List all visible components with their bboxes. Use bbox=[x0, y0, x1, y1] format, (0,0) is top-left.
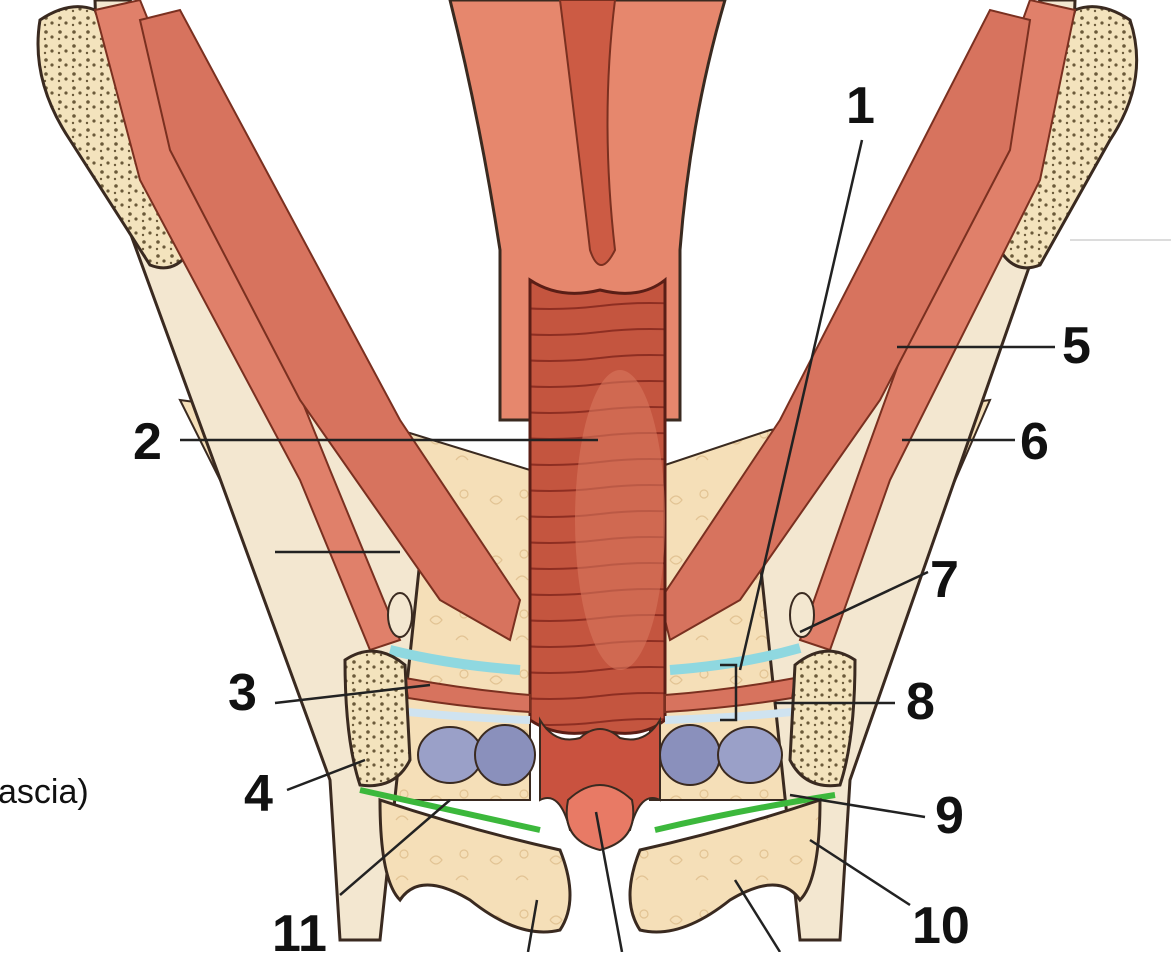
label-4: 4 bbox=[244, 768, 273, 820]
label-8: 8 bbox=[906, 676, 935, 728]
vestibular-bulb-right-a bbox=[660, 725, 720, 785]
label-6: 6 bbox=[1020, 416, 1049, 468]
label-2: 2 bbox=[133, 416, 162, 468]
labium-right bbox=[630, 800, 820, 932]
label-5: 5 bbox=[1062, 320, 1091, 372]
pubic-ramus-left bbox=[345, 651, 410, 786]
vestibular-bulb-left-a bbox=[418, 727, 482, 783]
label-11: 11 bbox=[272, 908, 327, 960]
vaginal-highlight bbox=[575, 370, 665, 670]
pubic-ramus-right bbox=[790, 651, 855, 786]
label-7: 7 bbox=[930, 554, 959, 606]
cut-off-label: ascia) bbox=[0, 775, 89, 809]
label-3: 3 bbox=[228, 667, 257, 719]
label-9: 9 bbox=[935, 790, 964, 842]
vestibular-bulb-left-b bbox=[475, 725, 535, 785]
vestibular-bulb-right-b bbox=[718, 727, 782, 783]
labium-left bbox=[380, 800, 570, 932]
label-10: 10 bbox=[912, 900, 970, 952]
pudendal-vessel-left bbox=[388, 593, 412, 637]
label-1: 1 bbox=[846, 80, 875, 132]
